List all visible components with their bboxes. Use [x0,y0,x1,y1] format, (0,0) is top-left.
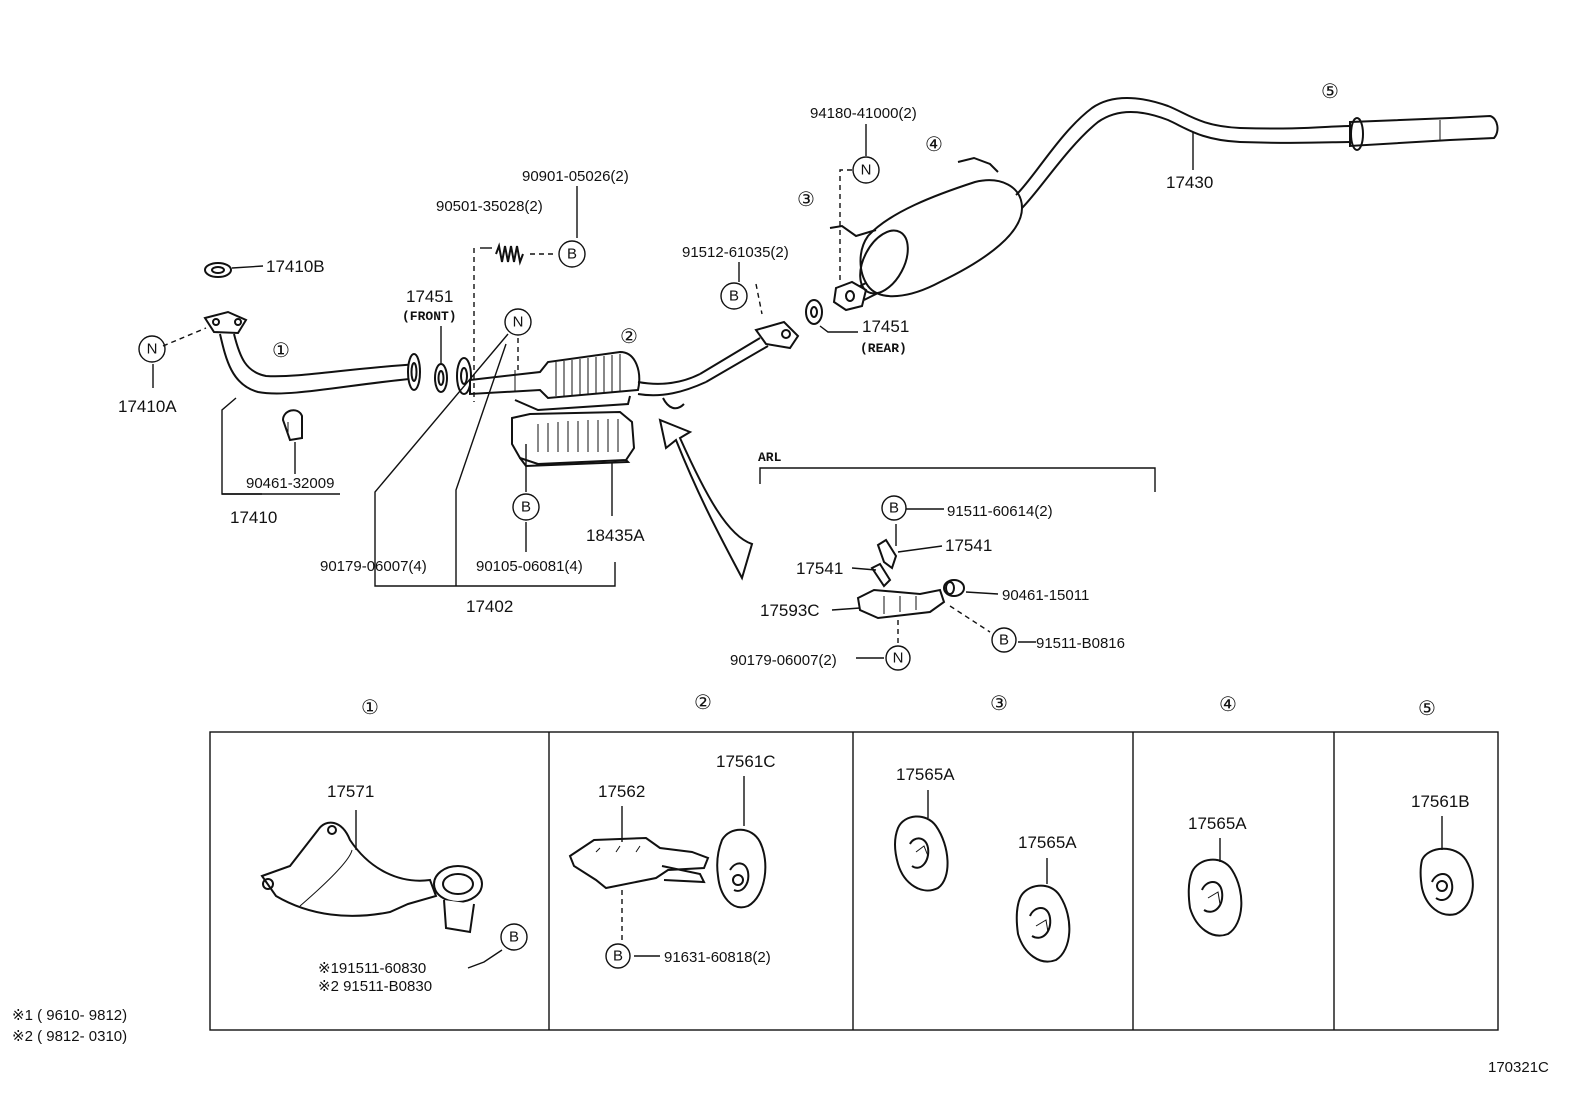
label-arl: ARL [758,450,782,465]
svg-text:N: N [513,314,524,331]
detail-header-3: ③ [990,693,1008,715]
label-90501-35028: 90501-35028(2) [436,198,543,215]
label-17410b: 17410B [266,257,325,276]
svg-text:B: B [567,246,577,263]
label-17410a: 17410A [118,397,177,416]
index-number-5: ⑤ [1321,81,1339,103]
svg-text:N: N [861,162,872,179]
catalytic-converter-17402-shape [469,320,800,412]
front-pipe-17410-shape [203,310,421,395]
spring-90501-shape [495,242,524,266]
label-front-note: (FRONT) [402,309,457,324]
svg-text:B: B [613,948,623,965]
svg-text:B: B [509,929,519,946]
arl-bracket-parts-shape [856,538,965,620]
gasket-17410b-shape [204,262,232,278]
label-18435a: 18435A [586,526,645,545]
heat-insulator-18435a-shape [511,410,636,468]
detail-header-1: ① [361,697,379,719]
callout-b-91511-60830: B [500,923,528,951]
label-90901-05026: 90901-05026(2) [522,168,629,185]
callout-b-90105: B [512,493,540,521]
svg-text:B: B [999,632,1009,649]
gasket-17451-front-shape [434,357,472,395]
label-90179-06007-2: 90179-06007(2) [730,652,837,669]
index-number-4: ④ [925,134,943,156]
bracket-17562-shape [568,836,710,890]
detail-header-2: ② [694,692,712,714]
callout-n-90179-2: N [885,645,911,671]
callout-n-94180: N [852,156,880,184]
label-90461-32009: 90461-32009 [246,475,334,492]
hanger-17565a-shape-2 [1015,884,1071,963]
label-17430: 17430 [1166,173,1213,192]
label-17402: 17402 [466,597,513,616]
label-17541-b: 17541 [796,559,843,578]
index-number-3: ③ [797,189,815,211]
label-91511-b0816: 91511-B0816 [1036,635,1125,652]
callout-b-90901: B [558,240,586,268]
callout-n-17410a: N [138,335,166,363]
detail-header-4: ④ [1219,694,1237,716]
label-91631-60818: 91631-60818(2) [664,949,771,966]
label-94180-41000: 94180-41000(2) [810,105,917,122]
label-90105-06081: 90105-06081(4) [476,558,583,575]
callout-b-91511-60614: B [881,495,907,521]
label-17565a-2: 17565A [1018,833,1077,852]
label-17451-front: 17451 [406,287,453,306]
detail-views-grid [209,731,1499,1031]
hanger-17565a-shape-1 [894,815,949,892]
footnote-1: ※1 ( 9610- 9812) [12,1007,127,1024]
hanger-17565a-shape-3 [1187,858,1243,937]
label-17561c: 17561C [716,752,776,771]
label-90179-06007-4: 90179-06007(4) [320,558,427,575]
label-17451-rear: 17451 [862,317,909,336]
callout-b-91631: B [605,943,631,969]
bracket-17571-shape [260,821,483,934]
label-17571: 17571 [327,782,374,801]
label-17562: 17562 [598,782,645,801]
callout-b-91512: B [720,282,748,310]
direction-arrow-icon [658,418,754,581]
index-number-2: ② [620,326,638,348]
footnote-2: ※2 ( 9812- 0310) [12,1028,127,1045]
callout-n-catalytic: N [504,308,532,336]
clamp-90461-32009-shape [281,409,303,442]
label-rear-note: (REAR) [860,341,907,356]
label-91512-61035: 91512-61035(2) [682,244,789,261]
index-number-1: ① [272,340,290,362]
label-17561b: 17561B [1411,792,1470,811]
detail-header-5: ⑤ [1418,698,1436,720]
svg-text:N: N [893,650,904,667]
label-91511-60614: 91511-60614(2) [947,503,1053,520]
svg-text:N: N [147,341,158,358]
tail-pipe-muffler-17430-shape [829,97,1499,312]
label-17593c: 17593C [760,601,820,620]
label-17541-a: 17541 [945,536,992,555]
svg-text:B: B [521,499,531,516]
label-91511-60830: ※191511-60830 [318,960,426,977]
callout-b-91511-b0816: B [991,627,1017,653]
hanger-17561b-shape [1419,847,1474,916]
label-90461-15011: 90461-15011 [1002,587,1089,604]
svg-text:B: B [889,500,899,517]
label-17565a-3: 17565A [1188,814,1247,833]
gasket-17451-rear-shape [805,299,823,325]
leader-lines [152,124,1443,969]
label-17410: 17410 [230,508,277,527]
label-17565a-1: 17565A [896,765,955,784]
hanger-17561c-shape [716,828,767,909]
svg-text:B: B [729,288,739,305]
figure-code: 170321C [1488,1059,1549,1076]
label-91511-b0830: ※2 91511-B0830 [318,978,432,995]
